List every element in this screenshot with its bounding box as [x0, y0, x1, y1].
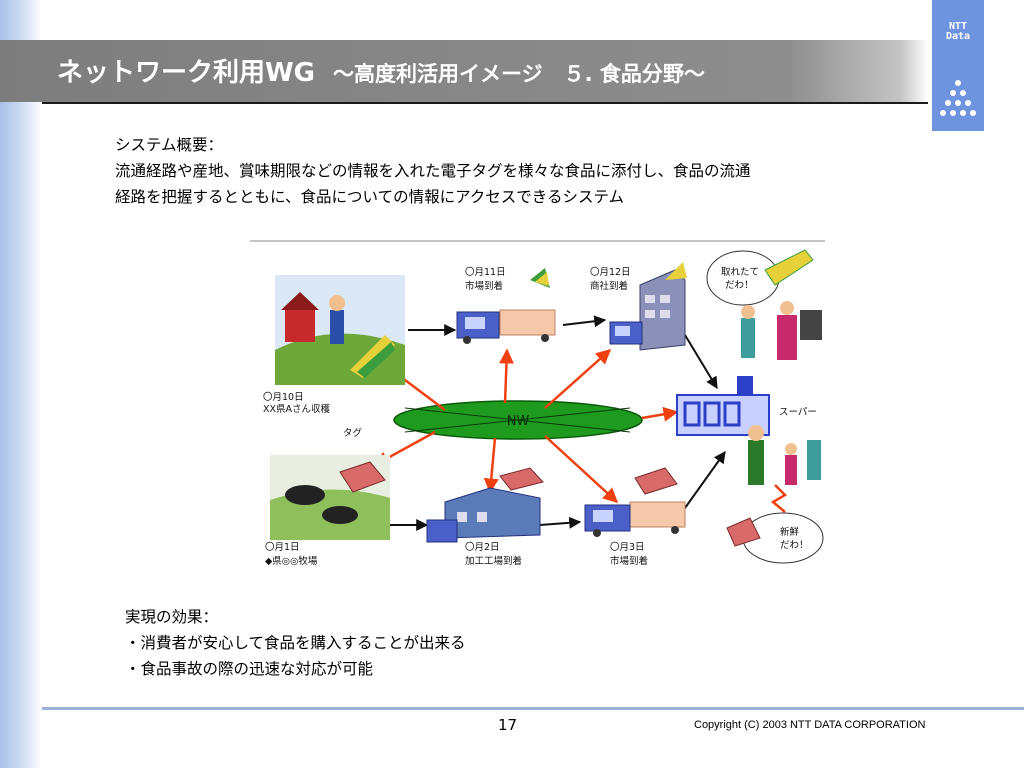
- ranch-illustration: [270, 455, 390, 540]
- trading-company-building-icon: [609, 262, 687, 351]
- speech-bubble-top: [706, 249, 814, 306]
- processing-date: 〇月2日: [465, 542, 500, 553]
- ranch-place: ◆県◎◎牧場: [265, 555, 318, 567]
- market1-truck-icon: [456, 268, 556, 344]
- title-subtitle: ～高度利活用イメージ ５. 食品分野～: [333, 62, 705, 86]
- shoppers-bottom-illustration: [748, 425, 821, 513]
- ranch-date: 〇月1日: [265, 542, 300, 553]
- farm-place: XX県Aさん収穫: [263, 403, 331, 415]
- logo-text-1: NTT: [948, 21, 968, 32]
- farm-date: 〇月10日: [263, 392, 304, 403]
- page-number: 17: [498, 716, 518, 734]
- effects-item-2: ・食品事故の際の迅速な対応が可能: [125, 660, 374, 678]
- farm-tag-label: タグ: [343, 427, 363, 439]
- logo-wordmark: NTT Data: [932, 22, 984, 42]
- market1-date: 〇月11日: [465, 267, 506, 278]
- title-bar: [0, 40, 928, 102]
- effects-item-1: ・消費者が安心して食品を購入することが出来る: [125, 634, 466, 652]
- copyright-notice: Copyright (C) 2003 NTT DATA CORPORATION: [694, 719, 926, 731]
- logo-text-2: Data: [945, 31, 971, 42]
- title-underline: [42, 102, 928, 104]
- processing-plant-icon: [426, 467, 544, 543]
- speech-bubble-bottom: [726, 512, 824, 564]
- bubble-top-line1: 取れたて: [721, 267, 759, 278]
- effects-section: 実現の効果： ・消費者が安心して食品を購入することが出来る ・食品事故の際の迅速…: [125, 604, 466, 682]
- market3-date: 〇月3日: [610, 542, 645, 553]
- shoppers-top-illustration: [741, 301, 822, 360]
- overview-heading: システム概要：: [115, 136, 224, 154]
- left-gradient-strip: [0, 0, 42, 768]
- network-ellipse: NW: [393, 400, 643, 440]
- footer-rule: [42, 707, 1024, 710]
- market3-truck-icon: [584, 467, 686, 537]
- nw-label: NW: [507, 414, 530, 429]
- trading-label: 商社到着: [590, 280, 628, 292]
- food-distribution-diagram: NW 〇月10日 XX県Aさん収穫 タグ: [250, 240, 825, 567]
- overview-line-1: 流通経路や産地、賞味期限などの情報を入れた電子タグを様々な食品に添付し、食品の流…: [115, 162, 751, 180]
- page-title: ネットワーク利用WG ～高度利活用イメージ ５. 食品分野～: [57, 52, 705, 89]
- market1-label: 市場到着: [465, 280, 503, 292]
- effects-heading: 実現の効果：: [125, 608, 219, 626]
- supermarket-label: スーパー: [779, 407, 817, 418]
- flow-arrows: [385, 315, 726, 531]
- trading-date: 〇月12日: [590, 267, 631, 278]
- bubble-top-line2: だわ！: [725, 280, 754, 291]
- system-overview: システム概要： 流通経路や産地、賞味期限などの情報を入れた電子タグを様々な食品に…: [115, 132, 751, 210]
- farm-illustration: [275, 275, 405, 385]
- title-main: ネットワーク利用WG: [57, 58, 316, 88]
- market3-label: 市場到着: [610, 555, 648, 567]
- ntt-data-logo: NTT Data: [932, 0, 984, 131]
- processing-label: 加工工場到着: [465, 555, 522, 567]
- bubble-bottom-line2: だわ！: [780, 540, 809, 551]
- overview-line-2: 経路を把握するとともに、食品についての情報にアクセスできるシステム: [115, 188, 625, 206]
- bubble-bottom-line1: 新鮮: [780, 526, 800, 538]
- logo-dots-icon: [940, 80, 976, 116]
